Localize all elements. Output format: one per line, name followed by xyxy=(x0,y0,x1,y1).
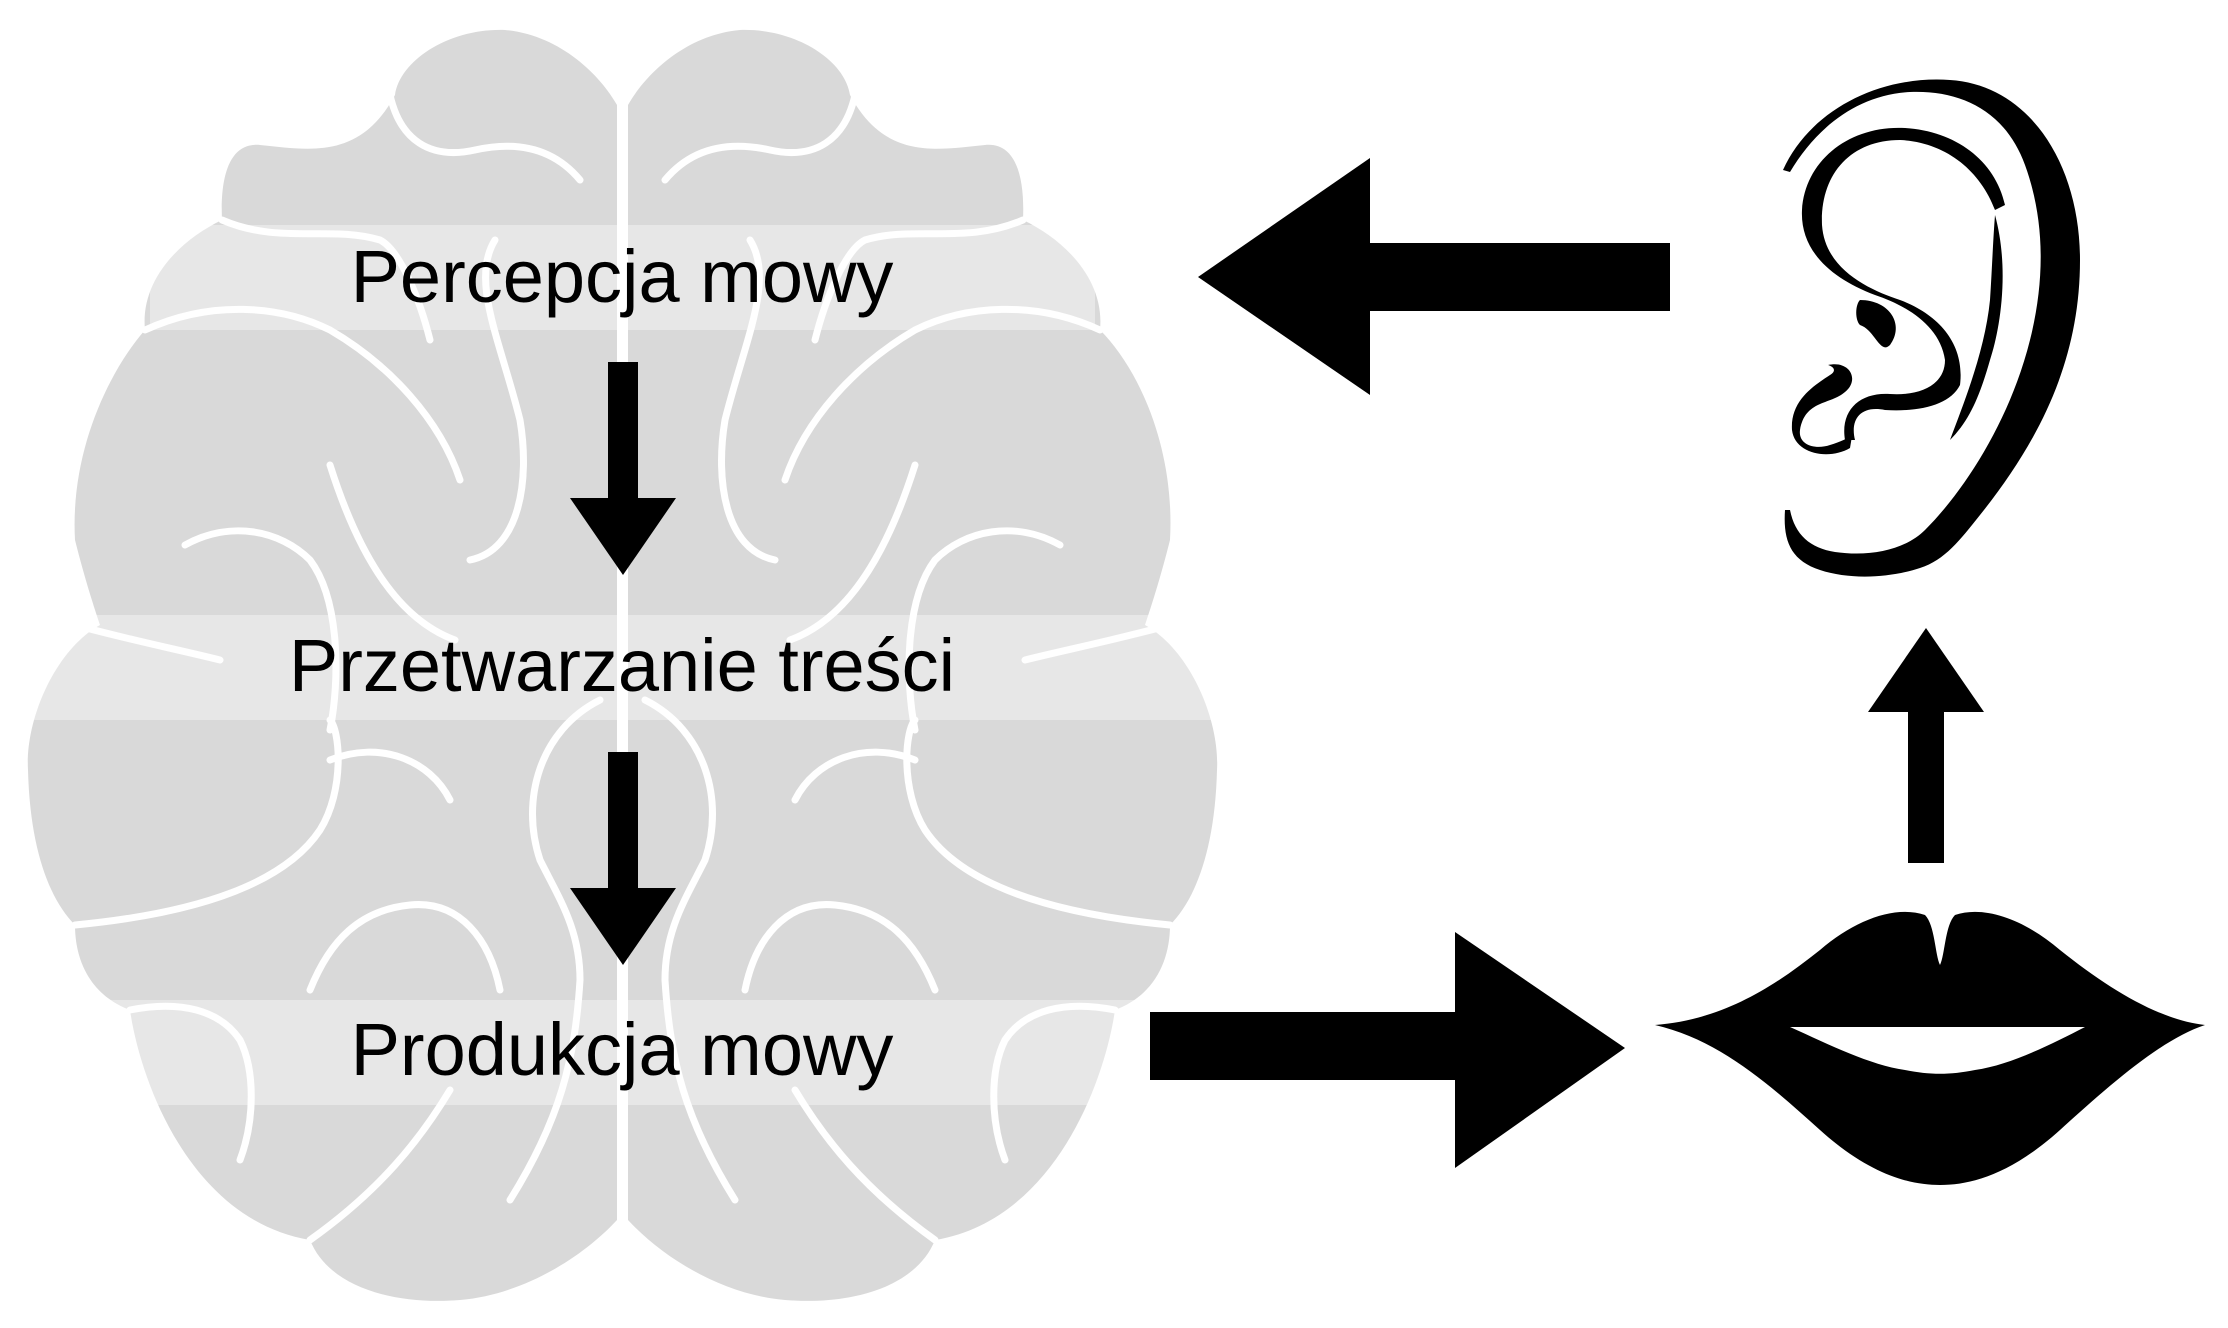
arrow-perception-to-processing xyxy=(570,362,676,575)
band-processing xyxy=(25,615,1220,720)
stage-label-perception: Percepcja mowy xyxy=(351,235,894,318)
brain-sulci xyxy=(71,91,1174,1244)
band-perception xyxy=(150,225,1095,330)
arrow-brain-to-mouth xyxy=(1150,932,1625,1168)
mouth-icon xyxy=(1655,911,2205,1185)
stage-label-processing: Przetwarzanie treści xyxy=(289,624,955,707)
arrow-processing-to-production xyxy=(570,752,676,965)
stage-label-production: Produkcja mowy xyxy=(351,1008,894,1091)
mouth-opening xyxy=(1790,1027,2085,1074)
label-bands xyxy=(25,225,1220,1105)
arrow-mouth-to-ear xyxy=(1868,628,1984,863)
brain-left-hemisphere xyxy=(27,29,618,1301)
brain-icon xyxy=(25,29,1220,1301)
brain-right-hemisphere xyxy=(628,29,1218,1301)
arrow-ear-to-brain xyxy=(1198,158,1670,395)
ear-icon xyxy=(1783,79,2080,577)
band-production xyxy=(95,1000,1155,1105)
